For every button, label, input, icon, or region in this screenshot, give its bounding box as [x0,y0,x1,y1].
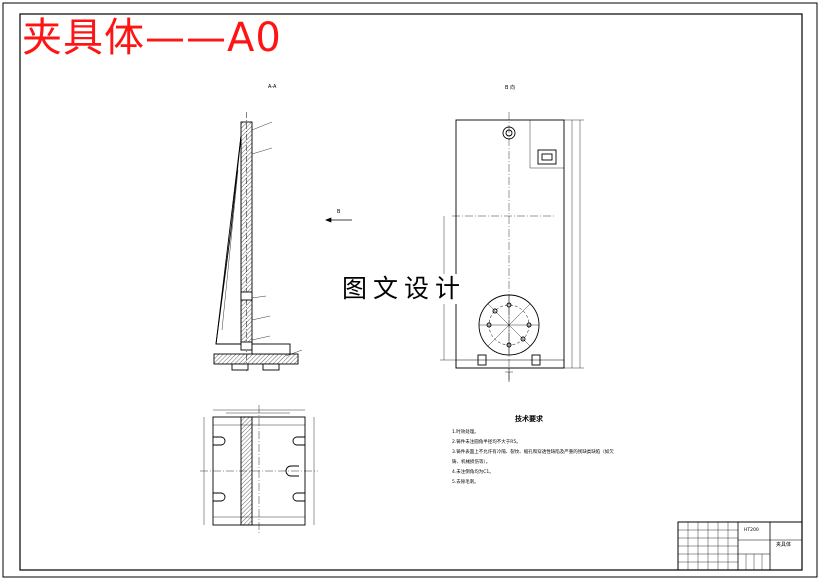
plan-view [200,405,318,535]
watermark-text: 图文设计 [338,274,471,304]
title-block-material: HT200 [744,528,759,533]
tech-note: 3.铸件表面上不允许有冷隔、裂纹、缩孔和穿透性缺陷及严重的残缺类缺陷（如欠 [452,450,614,455]
tech-note: 5.去除毛刺。 [452,480,479,485]
tech-note: 铸、机械损伤等）。 [452,460,491,465]
view-b-front [440,112,584,382]
title-block [677,521,803,571]
arrow-label: B [337,209,341,215]
tech-note: 1.时效处理。 [452,430,479,435]
tech-requirements-title: 技术要求 [515,415,543,423]
inner-border [19,13,803,571]
section-label: A-A [268,84,277,90]
tech-note: 2.铸件未注圆角半径均不大于R5。 [452,440,521,445]
tech-note: 4.未注倒角均为C1。 [452,470,494,475]
title-block-part-name: 夹具体 [776,542,792,548]
view-label: B 向 [505,85,516,91]
section-view-a-a [213,112,303,372]
sheet-title: 夹具体——A0 [22,15,282,61]
view-arrow-b [325,217,352,223]
